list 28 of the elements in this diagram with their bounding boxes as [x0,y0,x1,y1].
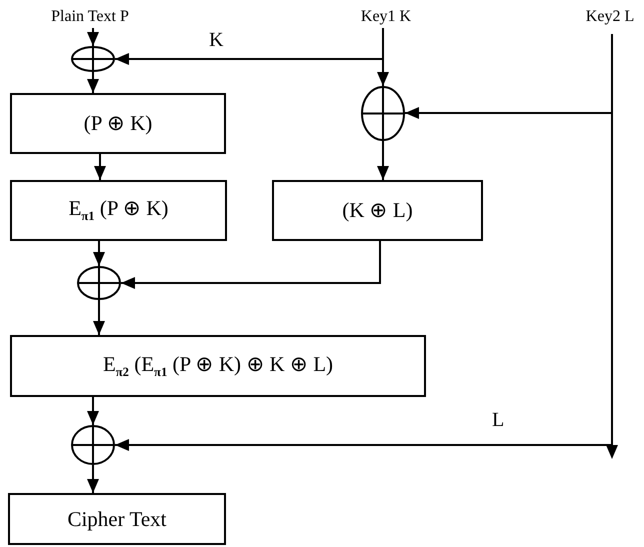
arrow [94,154,106,180]
process-box [10,180,227,241]
input-label: Plain Text P [33,6,147,28]
process-box [10,93,226,154]
arrow [87,465,99,493]
xor-symbol [71,425,115,465]
box-text: E$_{π2}$ (E$_{π1}$ (P ⊕ K) ⊕ K ⊕ L) [102,352,334,380]
process-box [8,493,226,545]
arrow [87,28,99,46]
xor-symbol [361,86,405,141]
process-box [272,180,483,241]
input-label: Key2 L [576,6,644,28]
arrow [93,300,105,335]
arrow [93,241,105,266]
box-text: E$_{π1}$ (P ⊕ K) [68,196,168,225]
box-text: Cipher Text [67,506,167,532]
xor-symbol [77,266,121,300]
arrow [87,72,99,93]
arrow [87,397,99,425]
arrow [377,141,389,180]
arrow [115,33,618,459]
box-text: (K ⊕ L) [342,198,413,223]
arrow [121,241,381,289]
box-text: (P ⊕ K) [84,111,152,136]
xor-symbol [71,46,115,72]
arrow [377,28,389,86]
input-label: Key1 K [350,6,422,28]
process-box [10,335,426,397]
